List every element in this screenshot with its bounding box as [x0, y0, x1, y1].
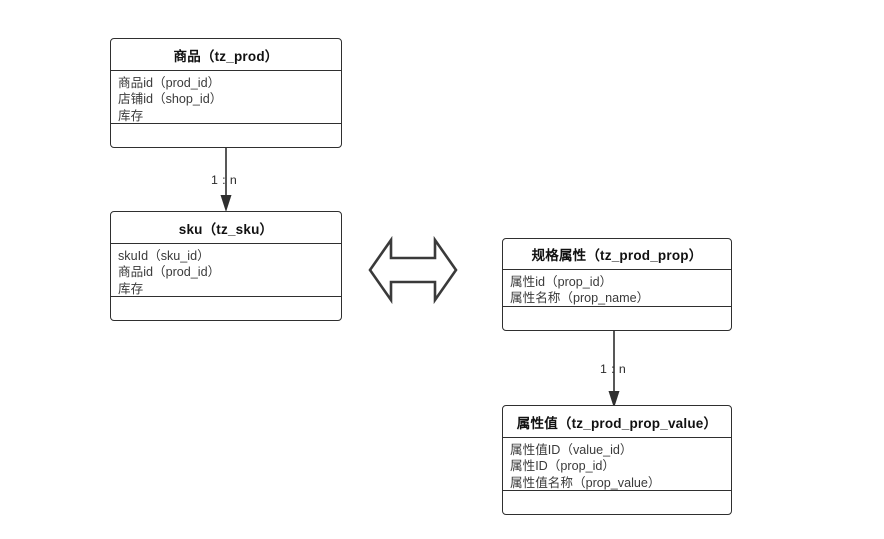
attribute-row: 属性id（prop_id）: [510, 275, 613, 289]
attribute-row: 库存: [118, 281, 144, 296]
connector-label-prod-sku: 1 : n: [211, 173, 238, 187]
attribute-row: 属性名称（prop_name）: [510, 291, 650, 306]
attribute-row: skuId（sku_id）: [118, 249, 210, 263]
entity-tz-prod-prop-value[interactable]: 属性值（tz_prod_prop_value） 属性值ID（value_id） …: [502, 405, 732, 515]
connector-label-prop-prop-value: 1 : n: [600, 362, 627, 376]
attribute-row: 属性值名称（prop_value）: [510, 475, 661, 490]
attribute-row: 商品id（prod_id）: [118, 265, 221, 280]
attribute-row: 属性ID（prop_id）: [510, 459, 615, 474]
entity-attributes-tz-prod-prop-value: 属性值ID（value_id） 属性ID（prop_id） 属性值名称（prop…: [503, 438, 731, 491]
entity-tz-prod-prop[interactable]: 规格属性（tz_prod_prop） 属性id（prop_id） 属性名称（pr…: [502, 238, 732, 331]
entity-attributes-tz-sku: skuId（sku_id） 商品id（prod_id） 库存: [111, 244, 341, 297]
entity-title-tz-sku: sku（tz_sku）: [111, 212, 341, 244]
attribute-row: 店铺id（shop_id）: [118, 92, 223, 107]
entity-title-tz-prod-prop: 规格属性（tz_prod_prop）: [503, 239, 731, 270]
entity-tz-prod[interactable]: 商品（tz_prod） 商品id（prod_id） 店铺id（shop_id） …: [110, 38, 342, 148]
entity-title-tz-prod: 商品（tz_prod）: [111, 39, 341, 71]
attribute-row: 库存: [118, 108, 144, 123]
connector-prop-to-prop-value: [608, 331, 620, 408]
entity-title-tz-prod-prop-value: 属性值（tz_prod_prop_value）: [503, 406, 731, 438]
entity-attributes-tz-prod-prop: 属性id（prop_id） 属性名称（prop_name）: [503, 270, 731, 307]
connector-prod-to-sku: [220, 144, 232, 212]
entity-attributes-tz-prod: 商品id（prod_id） 店铺id（shop_id） 库存: [111, 71, 341, 124]
attribute-row: 商品id（prod_id）: [118, 76, 221, 90]
entity-tz-sku[interactable]: sku（tz_sku） skuId（sku_id） 商品id（prod_id） …: [110, 211, 342, 321]
bidirectional-arrow-icon: [368, 236, 458, 304]
attribute-row: 属性值ID（value_id）: [510, 443, 633, 457]
